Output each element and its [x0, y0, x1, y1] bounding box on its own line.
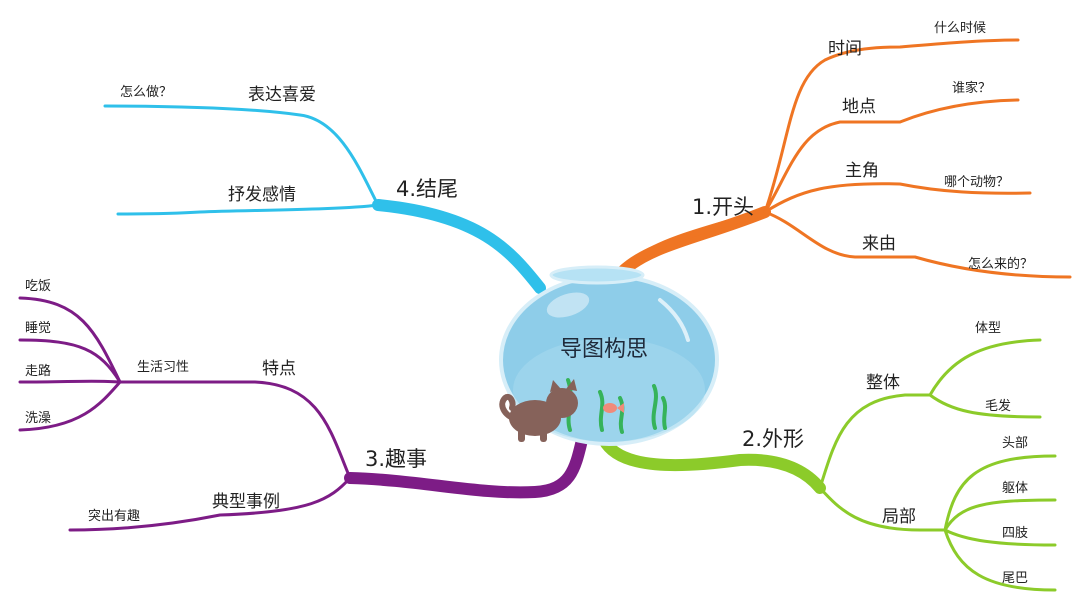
- leaf-eat: 吃饭: [25, 278, 51, 294]
- leaf-body-type: 体型: [975, 321, 1001, 336]
- trunk-ending: [372, 199, 546, 294]
- link-example: [68, 476, 352, 532]
- fishbowl: 导图构思: [499, 265, 719, 446]
- trunk-appearance: [598, 434, 826, 494]
- node-role: 主角: [845, 161, 879, 181]
- node-origin: 来由: [862, 234, 896, 254]
- leaf-when: 什么时候: [934, 21, 986, 36]
- link-place: [763, 98, 1020, 214]
- branch-appearance: [598, 338, 1057, 592]
- branch-ending: [103, 104, 546, 294]
- leaf-sleep: 睡觉: [25, 321, 51, 336]
- link-whole: [818, 393, 932, 490]
- link-fur: [928, 393, 1042, 419]
- branch-label-opening: 1.开头: [692, 195, 754, 219]
- link-feel: [116, 203, 380, 216]
- trunk-anecdotes: [344, 434, 588, 499]
- branch-label-appearance: 2.外形: [742, 427, 804, 451]
- bowl-rim: [549, 265, 645, 285]
- leaf-tail: 尾巴: [1002, 571, 1028, 586]
- bowl-highlight: [546, 292, 590, 318]
- link-sleep: [18, 338, 122, 384]
- leaf-which-animal: 哪个动物？: [944, 175, 1009, 190]
- leaf-fun: 突出有趣: [88, 508, 140, 524]
- link-torso: [943, 498, 1057, 532]
- bowl-gloss: [658, 298, 690, 342]
- leaf-head: 头部: [1002, 436, 1028, 451]
- branch-label-ending: 4.结尾: [396, 177, 458, 201]
- branch-opening: [616, 38, 1072, 279]
- link-walk: [18, 379, 122, 384]
- node-whole: 整体: [866, 373, 900, 393]
- node-place: 地点: [842, 97, 876, 117]
- link-limbs: [943, 528, 1057, 547]
- node-feel: 抒发感情: [228, 185, 296, 205]
- leaf-how: 怎么做？: [120, 85, 172, 100]
- leaf-torso: 躯体: [1002, 480, 1028, 496]
- link-tail: [943, 528, 1057, 592]
- trunk-opening-thin: [636, 208, 769, 262]
- node-habit: 生活习性: [137, 360, 189, 375]
- leaf-limbs: 四肢: [1002, 525, 1028, 541]
- leaf-walk: 走路: [25, 363, 51, 379]
- link-part: [818, 486, 947, 532]
- link-role: [763, 182, 1032, 214]
- node-time: 时间: [828, 39, 862, 59]
- link-eat: [18, 296, 122, 384]
- link-time: [763, 38, 1020, 214]
- link-head: [943, 454, 1057, 532]
- cat-icon: [499, 379, 578, 442]
- center-topic: 导图构思: [560, 337, 648, 362]
- node-example: 典型事例: [212, 492, 280, 512]
- leaf-how-came: 怎么来的？: [968, 256, 1033, 272]
- goldfish-icon: [603, 403, 624, 413]
- link-love: [103, 104, 380, 207]
- node-trait: 特点: [262, 359, 296, 379]
- link-trait: [203, 380, 352, 480]
- node-love: 表达喜爱: [248, 85, 316, 105]
- leaf-fur: 毛发: [985, 398, 1011, 414]
- link-body-type: [928, 338, 1042, 397]
- branch-anecdotes: [18, 296, 588, 532]
- leaf-whose-home: 谁家？: [952, 80, 991, 96]
- leaf-bath: 洗澡: [25, 411, 51, 426]
- node-part: 局部: [882, 507, 916, 527]
- link-origin: [763, 210, 1072, 279]
- branch-label-anecdotes: 3.趣事: [365, 447, 427, 471]
- link-bath: [18, 380, 122, 432]
